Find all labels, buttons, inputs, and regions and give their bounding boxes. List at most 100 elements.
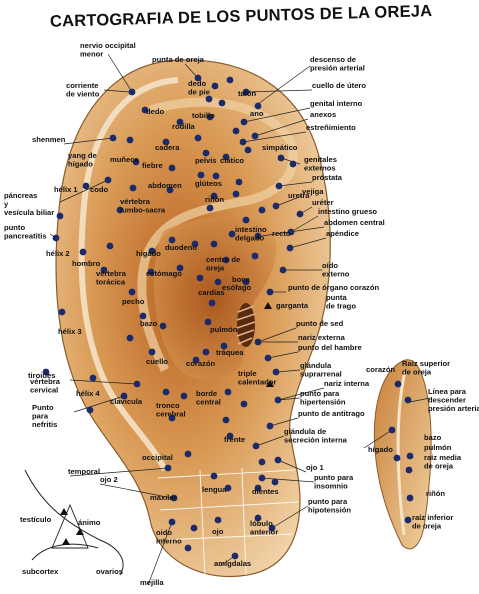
acupoint-marker <box>170 494 178 502</box>
lobule-grid <box>157 467 299 576</box>
acupoint-marker <box>212 172 220 180</box>
acupoint-marker <box>242 278 250 286</box>
acupoint-marker <box>168 236 176 244</box>
label-vejiga: vejiga <box>302 187 324 196</box>
leader-line <box>103 89 131 93</box>
acupoint-marker <box>202 149 210 157</box>
label-cadera: cadera <box>155 143 180 152</box>
leader-line <box>147 521 173 586</box>
label-ojo-2: ojo 2 <box>100 475 118 484</box>
label-pulmon: pulmón <box>210 325 238 334</box>
acupoint-marker <box>180 392 188 400</box>
acupoint-marker <box>393 454 401 462</box>
acupoint-triangle-marker <box>76 528 84 535</box>
acupoint-marker <box>254 484 262 492</box>
acupoint-marker <box>196 274 204 282</box>
leader-line <box>277 459 307 473</box>
acupoint-marker <box>190 524 198 532</box>
label-talon: talón <box>238 89 257 98</box>
acupoint-marker <box>254 514 262 522</box>
acupoint-marker <box>176 264 184 272</box>
acupoint-marker <box>56 212 64 220</box>
back-groove <box>396 371 407 536</box>
acupoint-marker <box>82 182 90 190</box>
leader-line <box>107 53 133 93</box>
leader-line <box>59 179 109 203</box>
label-rinon: riñón <box>205 195 224 204</box>
leader-line <box>69 379 138 385</box>
label-muneca: muñeca <box>110 155 139 164</box>
label-helix-4: hélix 4 <box>76 389 100 398</box>
acupoint-marker <box>42 368 50 376</box>
acupoint-marker <box>208 299 216 307</box>
acupoint-marker <box>242 216 250 224</box>
label-lengua: lengua <box>202 485 227 494</box>
inset-outline <box>24 469 124 576</box>
label-hombro: hombro <box>72 259 101 268</box>
acupoint-marker <box>279 266 287 274</box>
acupoint-marker <box>226 76 234 84</box>
acupoint-marker <box>202 348 210 356</box>
acupoint-triangle-marker <box>60 508 68 515</box>
acupoint-marker <box>251 252 259 260</box>
acupoint-marker <box>226 432 234 440</box>
leader-line <box>409 397 431 403</box>
acupoint-marker <box>128 288 136 296</box>
label-punta-de-oreja: punta de oreja <box>152 55 205 64</box>
leader-line <box>278 181 313 187</box>
acupoint-marker <box>184 544 192 552</box>
acupoint-marker <box>286 244 294 252</box>
label-helix-2: hélix 2 <box>46 249 70 258</box>
label-tobillo: tobillo <box>192 111 215 120</box>
acupoint-triangle-marker <box>264 302 272 309</box>
acupoint-marker <box>268 524 276 532</box>
label-pelvis: pelvis <box>195 156 217 165</box>
label-back-higado: hígado <box>368 445 393 454</box>
label-ano: ano <box>250 109 264 118</box>
acupoint-marker <box>258 206 266 214</box>
acupoint-marker <box>289 160 297 168</box>
acupoint-marker <box>406 494 414 502</box>
acupoint-marker <box>266 288 274 296</box>
acupoint-marker <box>106 242 114 250</box>
label-abdomen-central: abdomen central <box>324 218 385 227</box>
acupoint-marker <box>244 146 252 154</box>
label-fiebre: fiebre <box>142 161 163 170</box>
acupoint-marker <box>148 247 156 255</box>
label-ciatico: ciático <box>220 156 244 165</box>
acupoint-marker <box>139 312 147 320</box>
label-cuello: cuello <box>146 357 168 366</box>
label-intestino-grueso: intestino grueso <box>318 207 377 216</box>
label-estomago: estómago <box>146 269 182 278</box>
label-back-rinon: riñón <box>426 489 445 498</box>
acupoint-marker <box>277 154 285 162</box>
leader-line <box>267 351 299 359</box>
label-back-corazon: corazón <box>366 365 395 374</box>
label-back-pulmon: pulmón <box>424 443 452 452</box>
acupoint-marker <box>272 368 280 376</box>
acupoint-marker <box>120 392 128 400</box>
acupoint-marker <box>239 138 247 146</box>
acupoint-triangle-marker <box>266 380 274 387</box>
label-animo: ánimo <box>78 518 101 527</box>
acupoint-marker <box>214 516 222 524</box>
label-corazon: corazón <box>186 359 215 368</box>
label-rodilla: rodilla <box>172 122 196 131</box>
leader-line <box>277 387 325 401</box>
label-duodeno: duodeno <box>165 243 197 252</box>
acupoint-marker <box>86 406 94 414</box>
label-nariz-interna: nariz interna <box>324 379 370 388</box>
acupoint-marker <box>266 422 274 430</box>
